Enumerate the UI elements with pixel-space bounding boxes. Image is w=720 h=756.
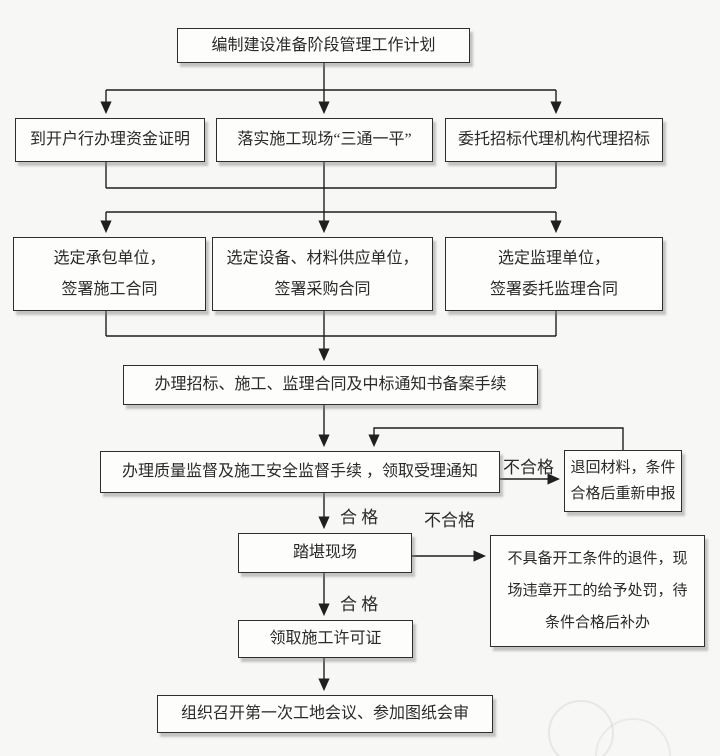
- node-text: 场违章开工的给予处罚，待: [507, 583, 688, 599]
- node-bidding-agency: 委托招标代理机构代理招标: [445, 118, 663, 162]
- node-construction-permit: 领取施工许可证: [238, 620, 413, 658]
- node-text: 不具备开工条件的退件，现: [507, 551, 688, 567]
- node-text: 选定设备、材料供应单位，: [226, 250, 419, 268]
- node-select-supplier: 选定设备、材料供应单位， 签署采购合同: [212, 237, 433, 311]
- node-text: 选定监理单位，: [497, 250, 610, 268]
- node-text: 合格后重新申报: [570, 486, 676, 502]
- edge-label-qualified-1: 合 格: [340, 508, 379, 527]
- edge-plan-branch: [100, 63, 562, 115]
- node-text: 条件合格后补办: [544, 615, 650, 631]
- node-text: 办理招标、施工、监理合同及中标通知书备案手续: [154, 376, 507, 394]
- node-text: 落实施工现场“三通一平”: [237, 131, 412, 149]
- node-text: 选定承包单位，: [53, 250, 166, 268]
- node-first-site-meeting: 组织召开第一次工地会议、参加图纸会审: [157, 695, 493, 733]
- node-plan: 编制建设准备阶段管理工作计划: [177, 28, 470, 63]
- node-text: 办理质量监督及施工安全监督手续 ，领取受理通知: [121, 463, 478, 481]
- node-text: 签署施工合同: [61, 280, 158, 298]
- node-text: 编制建设准备阶段管理工作计划: [211, 36, 436, 54]
- node-select-contractor: 选定承包单位， 签署施工合同: [13, 237, 206, 311]
- node-text: 领取施工许可证: [269, 630, 382, 648]
- node-text: 委托招标代理机构代理招标: [457, 131, 650, 149]
- node-site-survey: 踏堪现场: [238, 533, 412, 573]
- node-text: 踏堪现场: [292, 544, 357, 562]
- edge-return-quality-feedback: [368, 427, 624, 450]
- node-text: 到开户行办理资金证明: [29, 131, 190, 149]
- node-contract-filing: 办理招标、施工、监理合同及中标通知书备案手续: [123, 365, 538, 405]
- node-fund-certificate: 到开户行办理资金证明: [15, 118, 205, 162]
- edge-row2-row3: [100, 162, 562, 234]
- node-return-materials: 退回材料，条件 合格后重新申报: [564, 450, 682, 512]
- edge-row3-filing: [105, 311, 557, 362]
- node-text: 组织召开第一次工地会议、参加图纸会审: [180, 705, 469, 723]
- node-quality-supervision: 办理质量监督及施工安全监督手续 ，领取受理通知: [100, 451, 500, 493]
- node-reject-penalty: 不具备开工条件的退件，现 场违章开工的给予处罚，待 条件合格后补办: [490, 535, 705, 647]
- node-select-supervisor: 选定监理单位， 签署委托监理合同: [445, 237, 663, 311]
- edge-label-unqualified-2: 不合格: [424, 511, 475, 530]
- edge-label-qualified-2: 合 格: [340, 595, 379, 614]
- node-text: 退回材料，条件: [570, 460, 676, 476]
- node-site-preparation: 落实施工现场“三通一平”: [216, 118, 433, 162]
- node-text: 签署委托监理合同: [489, 280, 618, 298]
- edge-label-unqualified-1: 不合格: [503, 458, 554, 477]
- node-text: 签署采购合同: [274, 280, 371, 298]
